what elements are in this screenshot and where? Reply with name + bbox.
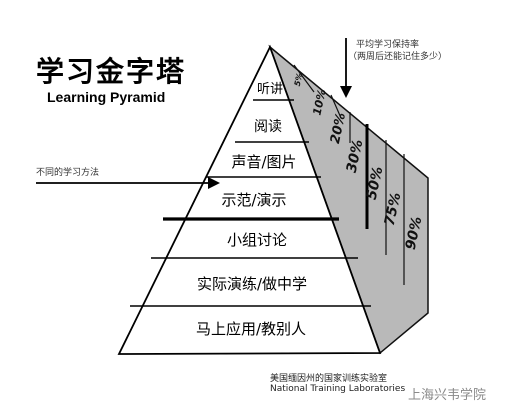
method-arrow — [36, 177, 220, 189]
source-footer: 美国缅因州的国家训练实验室 National Training Laborato… — [270, 374, 405, 394]
retention-percent-7: 90% — [403, 215, 426, 251]
level-label-7: 马上应用/教别人 — [196, 320, 306, 338]
pyramid-front-face — [117, 44, 382, 355]
source-line-chinese: 美国缅因州的国家训练实验室 — [270, 374, 388, 384]
band-dividers — [130, 99, 371, 307]
level-label-1: 听讲 — [257, 82, 283, 97]
retention-percent-5: 50% — [364, 165, 387, 201]
retention-percent-4: 30% — [344, 138, 367, 174]
method-label: 不同的学习方法 — [36, 168, 100, 178]
retention-percent-2: 10% — [310, 88, 328, 116]
level-label-5: 小组讨论 — [227, 231, 287, 249]
retention-percent-1: 5% — [293, 72, 305, 87]
title-chinese: 学习金字塔 — [36, 55, 187, 88]
source-line-english: National Training Laboratories — [270, 384, 406, 394]
level-label-6: 实际演练/做中学 — [197, 275, 307, 293]
side-dividers — [293, 64, 405, 285]
retention-arrow — [340, 38, 352, 98]
retention-percent-3: 20% — [328, 111, 349, 145]
retention-percent-6: 75% — [382, 191, 405, 227]
level-label-4: 示范/演示 — [221, 191, 286, 209]
title-english: Learning Pyramid — [47, 89, 166, 105]
level-label-3: 声音/图片 — [231, 153, 296, 171]
level-label-2: 阅读 — [254, 118, 282, 135]
retention-label: 平均学习保持率 — [356, 40, 420, 50]
watermark: 上海兴韦学院 — [408, 388, 487, 403]
retention-sublabel: （两周后还能记住多少） — [348, 52, 448, 62]
